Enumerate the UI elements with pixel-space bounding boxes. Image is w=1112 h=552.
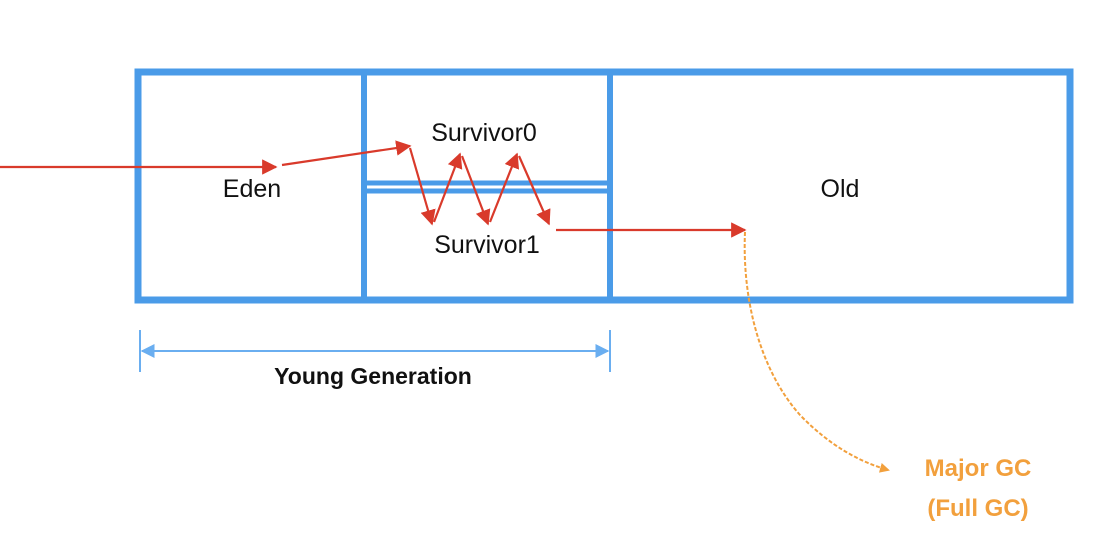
survivor1-label: Survivor1 <box>434 231 540 259</box>
major-gc-arrow <box>743 231 890 473</box>
eden-to-survivor0-arrow <box>281 140 412 167</box>
object-flow-arrows <box>0 140 747 238</box>
survivor0-label: Survivor0 <box>431 119 537 147</box>
major-gc-label: Major GC <box>925 455 1032 482</box>
young-generation-span <box>139 330 611 372</box>
heap-outer-box <box>134 68 1074 304</box>
full-gc-label: (Full GC) <box>927 495 1028 522</box>
young-generation-label: Young Generation <box>274 363 472 389</box>
survivor-swap-arrow-2 <box>432 152 463 223</box>
survivor-swap-arrow-1 <box>408 147 436 226</box>
survivor-swap-arrow-5 <box>517 155 551 226</box>
heap-container <box>134 68 1074 304</box>
eden-label: Eden <box>223 175 281 203</box>
old-label: Old <box>821 175 860 203</box>
survivor-swap-arrow-3 <box>460 155 491 226</box>
survivor-swap-arrow-4 <box>488 152 520 223</box>
